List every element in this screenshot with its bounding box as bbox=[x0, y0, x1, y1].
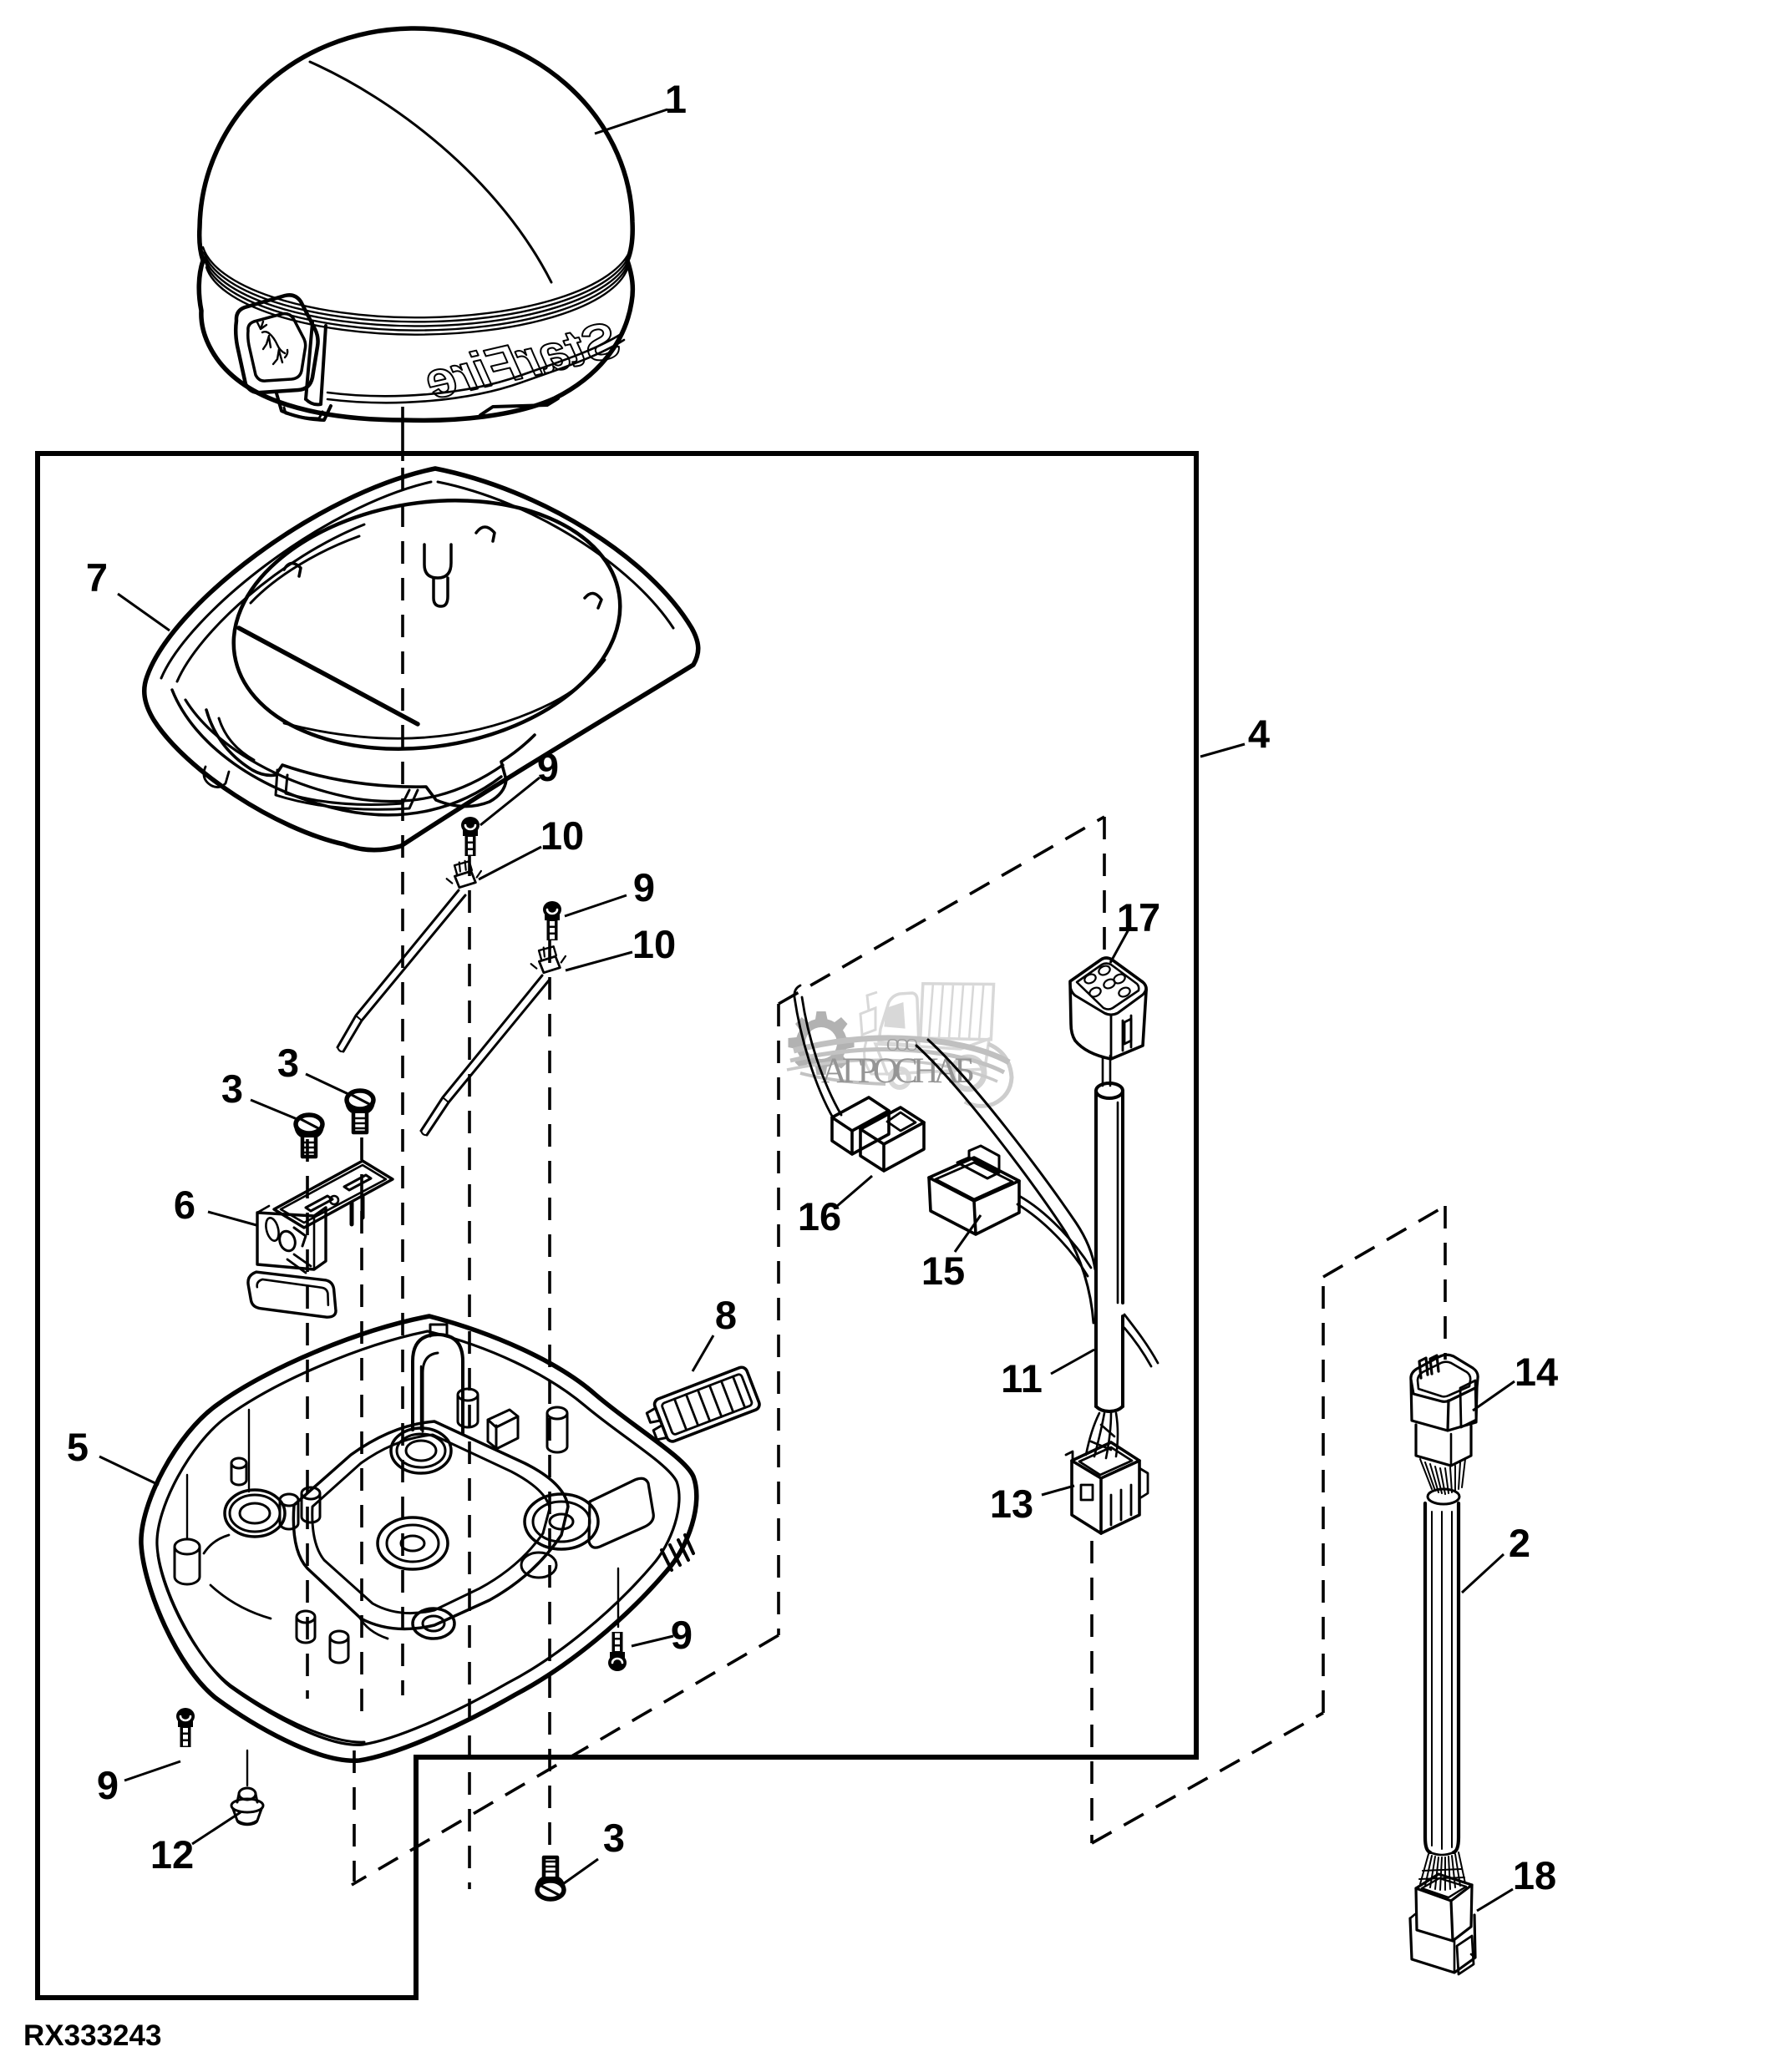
svg-text:6: 6 bbox=[174, 1183, 195, 1227]
svg-text:10: 10 bbox=[540, 813, 584, 858]
svg-text:АГРОСНАБ: АГРОСНАБ bbox=[821, 1051, 975, 1091]
svg-text:7: 7 bbox=[86, 555, 108, 600]
svg-text:17: 17 bbox=[1117, 895, 1160, 940]
svg-text:5: 5 bbox=[67, 1425, 89, 1469]
svg-text:9: 9 bbox=[633, 865, 655, 909]
svg-text:8: 8 bbox=[715, 1293, 737, 1337]
svg-text:OOO: OOO bbox=[886, 1035, 918, 1055]
svg-text:3: 3 bbox=[221, 1066, 243, 1111]
svg-text:13: 13 bbox=[990, 1482, 1033, 1526]
svg-text:16: 16 bbox=[798, 1194, 841, 1239]
svg-text:11: 11 bbox=[1001, 1356, 1043, 1401]
svg-text:9: 9 bbox=[97, 1763, 119, 1807]
svg-text:9: 9 bbox=[671, 1613, 693, 1657]
svg-text:2: 2 bbox=[1509, 1521, 1530, 1565]
svg-text:9: 9 bbox=[537, 745, 559, 789]
svg-text:14: 14 bbox=[1515, 1350, 1558, 1394]
svg-text:RX333243: RX333243 bbox=[23, 2019, 161, 2052]
svg-text:10: 10 bbox=[632, 922, 676, 966]
svg-text:12: 12 bbox=[150, 1832, 194, 1877]
svg-text:3: 3 bbox=[603, 1816, 625, 1860]
svg-text:3: 3 bbox=[277, 1041, 299, 1085]
svg-text:15: 15 bbox=[921, 1249, 965, 1293]
svg-text:4: 4 bbox=[1248, 712, 1270, 756]
svg-text:18: 18 bbox=[1513, 1853, 1556, 1897]
svg-text:1: 1 bbox=[665, 77, 687, 121]
